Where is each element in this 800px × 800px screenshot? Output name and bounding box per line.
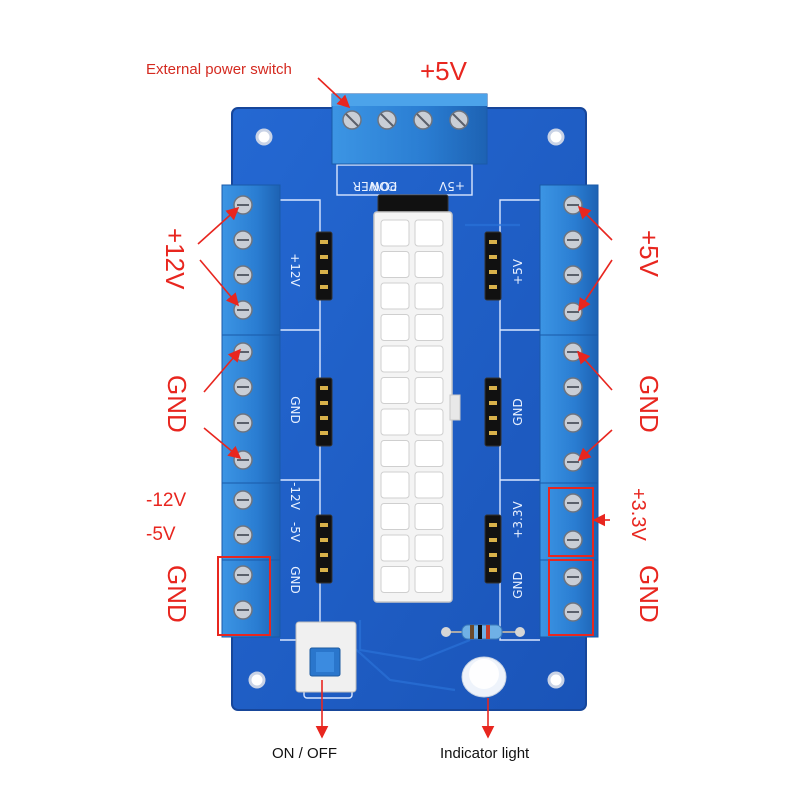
- atx-pin-cell: [414, 251, 444, 278]
- label-right-3v3: +3.3V: [627, 488, 649, 541]
- label-right-gnd2: GND: [634, 565, 664, 623]
- label-right-gnd: GND: [634, 375, 664, 433]
- silk-right-3v3: +3.3V: [511, 501, 525, 539]
- atx-pin-cell: [380, 282, 410, 310]
- atx-pin-cell: [380, 471, 410, 499]
- mounting-holes: [248, 128, 565, 689]
- label-external-power-switch: External power switch: [146, 61, 292, 78]
- atx-pin-cell: [380, 566, 410, 593]
- atx-pin-cell: [380, 408, 410, 436]
- indicator-led: [461, 656, 507, 698]
- atx-pin-cell: [414, 377, 444, 404]
- atx-pin-cell: [414, 534, 444, 562]
- pin-headers: [315, 194, 502, 584]
- power-switch: [295, 621, 357, 693]
- atx-pin-cell: [414, 471, 444, 499]
- annotation-arrows: [197, 77, 613, 739]
- atx-pin-cell: [380, 534, 410, 562]
- resistor: [441, 624, 525, 640]
- label-left-gnd: GND: [162, 375, 192, 433]
- silk-left-gnd2: GND: [288, 566, 302, 594]
- silk-left-neg12v: -12V: [288, 482, 302, 511]
- atx-pin-cell: [380, 440, 410, 467]
- silk-top-power: POWER: [353, 179, 397, 193]
- silk-top-5v: +5V: [438, 179, 465, 193]
- atx-pin-cell: [414, 219, 444, 247]
- silk-top-con: CON: [370, 179, 397, 193]
- atx-pin-cell: [380, 503, 410, 530]
- atx-pin-cell: [414, 566, 444, 593]
- left-terminal-blocks: [221, 184, 281, 638]
- atx-pin-cell: [414, 503, 444, 530]
- atx-pin-cell: [380, 251, 410, 278]
- atx-pin-cell: [414, 314, 444, 341]
- label-top-5v: +5V: [420, 56, 468, 86]
- label-on-off: ON / OFF: [272, 745, 337, 762]
- atx-pin-cell: [414, 345, 444, 373]
- label-left-neg5v: -5V: [146, 524, 176, 545]
- label-indicator-light: Indicator light: [440, 745, 530, 762]
- atx-pins: [380, 219, 444, 593]
- label-left-gnd2: GND: [162, 565, 192, 623]
- silk-left-gnd: GND: [288, 396, 302, 424]
- silk-left-neg5v: -5V: [288, 522, 302, 543]
- atx-pin-cell: [380, 377, 410, 404]
- label-left-neg12v: -12V: [146, 490, 186, 511]
- atx-pin-cell: [380, 219, 410, 247]
- label-right-5v: +5V: [634, 230, 664, 278]
- atx-pin-cell: [414, 408, 444, 436]
- top-terminal-block: [331, 93, 488, 165]
- atx-pin-cell: [414, 282, 444, 310]
- atx-pin-cell: [414, 440, 444, 467]
- atx-pin-cell: [380, 345, 410, 373]
- silk-left-12v: +12V: [288, 253, 302, 287]
- atx-pin-cell: [380, 314, 410, 341]
- label-left-12v: +12V: [160, 228, 190, 290]
- pcb-traces: [339, 223, 520, 692]
- silk-right-5v: +5V: [511, 258, 525, 285]
- silk-right-gnd2: GND: [511, 571, 525, 599]
- silk-right-gnd: GND: [511, 398, 525, 426]
